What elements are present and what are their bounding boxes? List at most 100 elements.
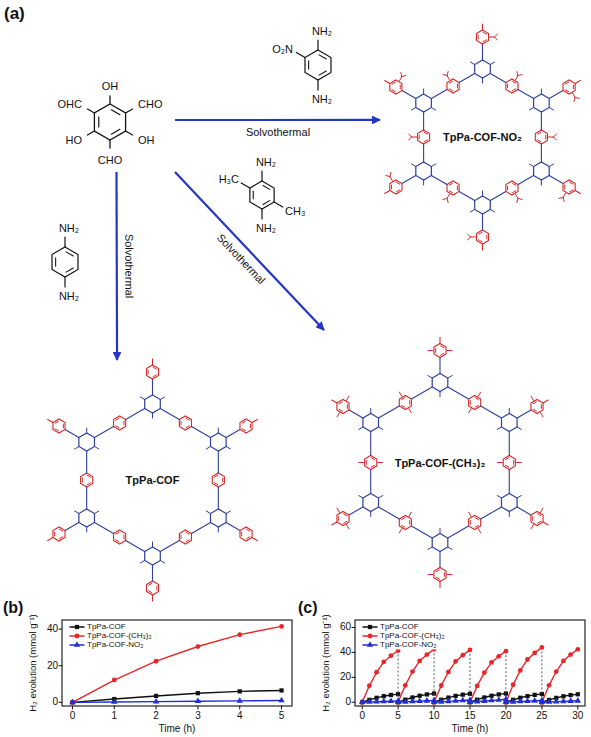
double-bond [308,61,309,69]
double-bond [573,85,574,89]
double-bond [242,429,245,431]
double-bond [538,132,541,134]
data-marker [496,654,501,659]
tick-label: 4 [237,710,243,722]
nitro-group [412,137,417,138]
keto-group [160,397,164,400]
benzene-ring [475,60,491,78]
data-marker [196,644,201,649]
benzene-ring [363,494,379,512]
tick-mark [470,706,471,709]
data-marker [539,645,544,650]
double-bond [87,483,90,485]
cycle-divider [434,649,435,702]
methyl-group [337,508,340,512]
benzene-ring [145,395,161,413]
nitro-group [518,75,522,76]
data-marker [446,670,451,675]
double-bond [470,521,471,525]
data-marker [569,693,573,697]
double-bond [512,183,515,185]
double-bond [371,458,374,460]
nitro-group [399,77,402,81]
data-line [362,651,398,703]
tick-label: 5 [395,710,401,722]
bond-line [448,387,469,399]
edge-label: Solvothermal [122,233,135,299]
bond-line [126,409,145,420]
bond-line [490,192,506,201]
double-bond [479,240,482,242]
bond-stub [543,522,548,525]
keto-group [75,447,79,450]
double-bond [475,525,478,527]
tick-mark [352,627,355,628]
keto-group [440,392,441,397]
bond-stub [332,400,337,403]
nitro-group [563,197,564,201]
bond-line [317,40,318,50]
bond-line [402,176,416,184]
data-marker [532,651,537,656]
methyl-group [409,409,412,413]
benzene-ring [563,80,575,94]
axis-title: Time (h) [159,723,196,735]
tick-mark [352,702,355,703]
axis-title: H₂ evolution (mmol g⁻¹) [321,614,332,712]
keto-group [509,409,510,414]
data-line [72,701,281,703]
tick-label: 0 [345,697,351,709]
nitro-group [563,193,566,197]
data-marker [153,698,159,704]
data-marker [525,657,530,662]
tick-label: 20 [340,672,351,684]
double-bond [241,532,242,536]
benzene-ring [432,374,448,392]
double-bond [116,532,119,534]
double-bond [186,532,189,534]
double-bond [449,183,452,185]
nitro-group [559,197,563,198]
benzene-ring [534,162,550,180]
methyl-group [399,392,402,396]
bond-line [411,526,432,538]
data-marker [425,692,429,696]
methyl-group [337,413,340,417]
bond-stub [48,538,53,541]
data-marker [278,697,284,703]
benzene-ring [390,180,402,194]
data-line [434,650,470,702]
nitro-group [515,194,518,198]
benzene-ring [337,400,349,414]
atom-label: OHC [58,98,82,111]
benzene-ring [81,473,93,487]
panel-label: (a) [4,4,25,24]
double-bond [148,370,149,374]
nitro-group [390,177,393,181]
double-bond [533,409,536,411]
benzene-ring [53,419,65,433]
double-bond [409,401,410,405]
double-bond [263,201,270,205]
benzene-ring [434,568,446,582]
keto-group [440,529,441,534]
double-bond [111,110,120,115]
data-marker [517,698,523,704]
methyl-group [497,462,502,463]
data-marker [452,697,458,703]
double-bond [366,461,367,465]
data-marker [195,698,201,704]
bond-line [65,523,79,531]
bond-line [126,109,133,113]
cycle-divider [541,647,542,702]
bond-line [402,91,416,99]
double-bond [214,475,217,477]
data-marker [575,647,580,652]
double-bond [402,518,405,520]
benzene-ring [240,527,252,541]
nitro-group [443,198,447,199]
nitro-group [447,72,448,76]
bond-stub [482,24,483,30]
double-bond [253,191,254,199]
double-bond [123,421,124,425]
